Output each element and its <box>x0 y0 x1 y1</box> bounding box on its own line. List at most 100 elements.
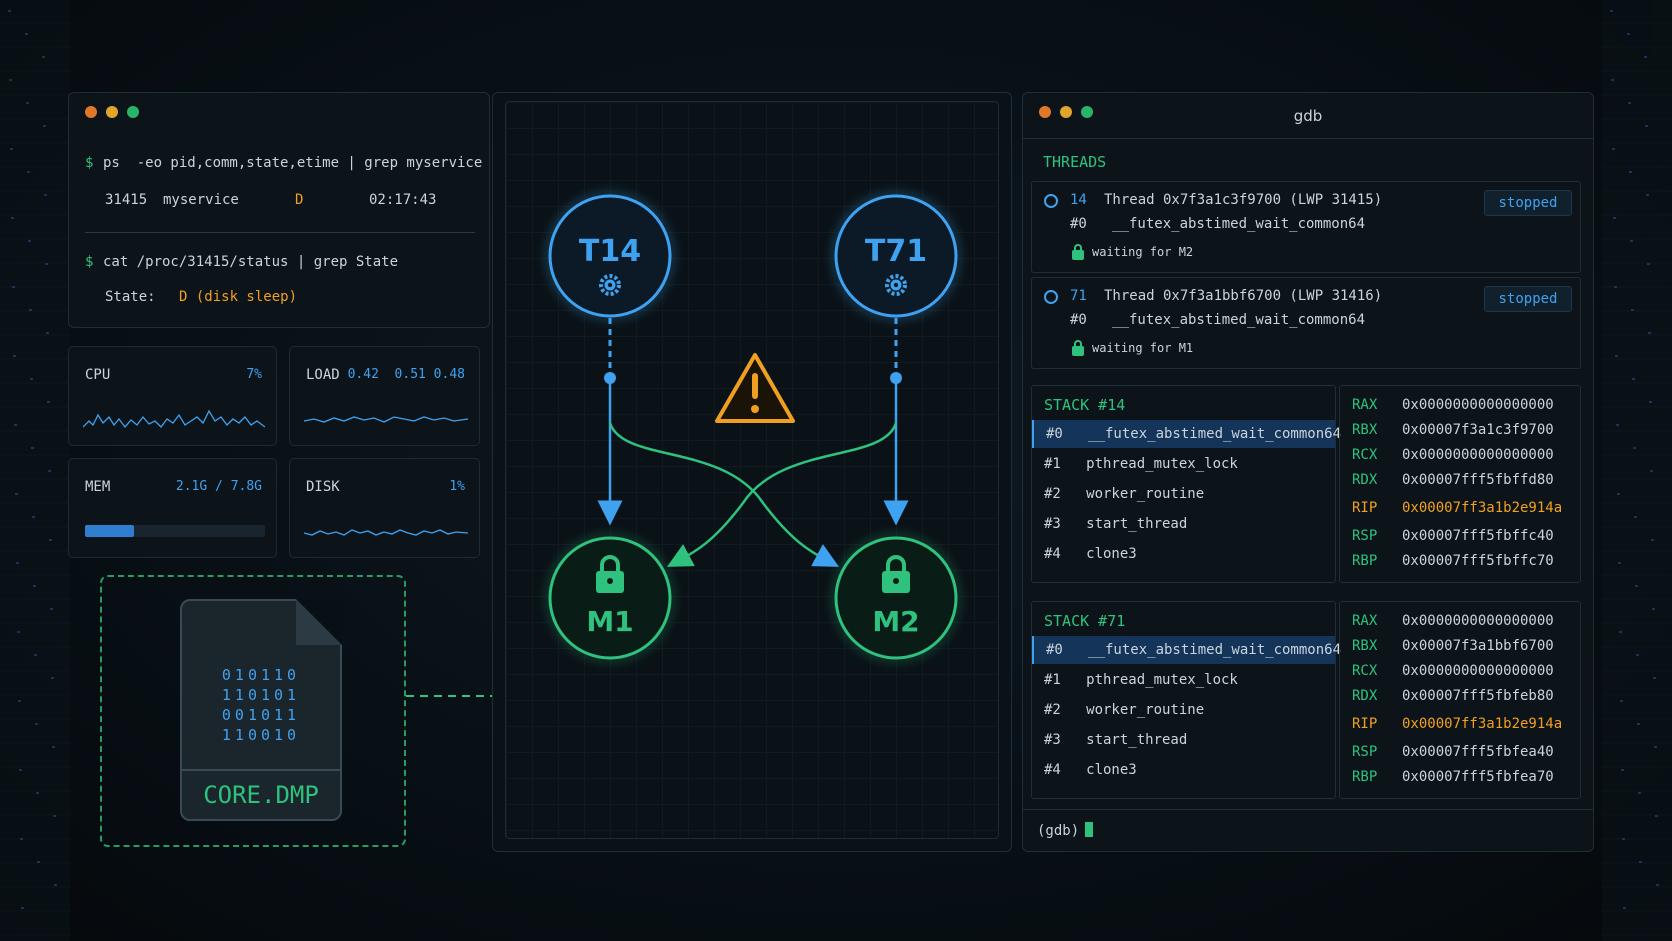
disk-sparkline <box>304 529 468 536</box>
load-sparkline <box>304 416 468 423</box>
ps-etime: 02:17:43 <box>369 192 437 208</box>
title-divider <box>1023 138 1593 139</box>
stack-frame[interactable]: #0 __futex_abstimed_wait_common64 <box>1032 420 1341 448</box>
binary-row: 110010 <box>221 726 301 744</box>
stack-panel-14: STACK #14 #0 __futex_abstimed_wait_commo… <box>1031 385 1341 583</box>
gdb-command-input[interactable]: (gdb) <box>1037 822 1094 839</box>
gear-icon <box>885 274 907 296</box>
thread-entry-14[interactable]: 14 Thread 0x7f3a1c3f9700 (LWP 31415) #0 … <box>1031 181 1581 273</box>
mutex-node-m1[interactable]: M1 <box>546 534 674 662</box>
gdb-window: gdb THREADS 14 Thread 0x7f3a1c3f9700 (LW… <box>1022 92 1594 852</box>
mutex-label-m2: M2 <box>872 605 919 638</box>
minimize-window-button[interactable] <box>1060 106 1072 118</box>
stack-frame[interactable]: #3 start_thread <box>1044 516 1188 532</box>
core-dump-file-icon[interactable]: 010110 110101 001011 110010 CORE.DMP <box>180 599 342 821</box>
load-card: LOAD 0.42 0.51 0.48 <box>289 346 480 446</box>
lock-icon <box>1072 340 1084 356</box>
binary-row: 010110 <box>221 666 301 684</box>
ps-pid: 31415 <box>105 192 148 208</box>
lock-icon <box>1072 244 1084 260</box>
cpu-value: 7% <box>246 367 262 382</box>
gdb-prompt: (gdb) <box>1037 823 1080 839</box>
t14-waits-m2-edge <box>608 422 840 567</box>
close-window-button[interactable] <box>1039 106 1051 118</box>
core-dump-dropzone[interactable]: 010110 110101 001011 110010 CORE.DMP <box>100 575 406 847</box>
terminal-divider <box>85 232 475 233</box>
deadlock-diagram-panel: T14 T71 <box>492 92 1012 852</box>
maximize-window-button[interactable] <box>127 106 139 118</box>
load-value: 0.42 0.51 0.48 <box>347 367 465 382</box>
mutex-label-m1: M1 <box>586 605 633 638</box>
binary-row: 001011 <box>221 706 301 724</box>
server-rack-left <box>0 0 70 941</box>
text-cursor <box>1085 822 1094 837</box>
thread-label-t71: T71 <box>865 234 927 269</box>
cpu-sparkline <box>83 409 265 429</box>
stack-frame[interactable]: #2 worker_routine <box>1044 702 1205 718</box>
mem-card: MEM 2.1G / 7.8G <box>68 458 277 558</box>
prompt-symbol: $ <box>85 254 94 270</box>
stack-frame[interactable]: #2 worker_routine <box>1044 486 1205 502</box>
window-controls <box>1039 106 1093 118</box>
cpu-card: CPU 7% <box>68 346 277 446</box>
command-ps: ps -eo pid,comm,state,etime | grep myser… <box>103 155 483 171</box>
disk-label: DISK <box>306 479 340 495</box>
cpu-label: CPU <box>85 367 111 383</box>
thread-id: 71 <box>1070 288 1087 304</box>
window-controls <box>85 106 139 118</box>
t71-junction <box>890 372 902 384</box>
window-title: gdb <box>1293 107 1323 125</box>
thread-frame: #0 __futex_abstimed_wait_common64 <box>1070 312 1366 328</box>
deadlock-graph: T14 T71 <box>546 192 960 662</box>
mem-usage-fill <box>85 525 134 537</box>
disk-value: 1% <box>449 479 465 494</box>
stack-frame[interactable]: #0 __futex_abstimed_wait_common64 <box>1032 636 1341 664</box>
thread-desc: Thread 0x7f3a1c3f9700 (LWP 31415) <box>1104 192 1383 208</box>
server-rack-right <box>1602 0 1672 941</box>
state-label: State: <box>105 289 156 305</box>
core-dump-filename: CORE.DMP <box>182 769 340 819</box>
mem-label: MEM <box>85 479 111 495</box>
binary-data: 010110 110101 001011 110010 <box>182 665 340 745</box>
thread-radio[interactable] <box>1044 290 1058 304</box>
mutex-node-m2[interactable]: M2 <box>832 534 960 662</box>
command-cat: cat /proc/31415/status | grep State <box>103 254 399 270</box>
stack-panel-71: STACK #71 #0 __futex_abstimed_wait_commo… <box>1031 601 1341 799</box>
thread-id: 14 <box>1070 192 1087 208</box>
stack-frame[interactable]: #4 clone3 <box>1044 762 1137 778</box>
minimize-window-button[interactable] <box>106 106 118 118</box>
prompt-symbol: $ <box>85 155 94 171</box>
mem-usage-bar <box>85 525 265 537</box>
thread-entry-71[interactable]: 71 Thread 0x7f3a1bbf6700 (LWP 31416) #0 … <box>1031 277 1581 369</box>
maximize-window-button[interactable] <box>1081 106 1093 118</box>
t14-junction <box>604 372 616 384</box>
stack-frame[interactable]: #3 start_thread <box>1044 732 1188 748</box>
threads-header: THREADS <box>1043 153 1107 171</box>
stack-frame[interactable]: #1 pthread_mutex_lock <box>1044 456 1238 472</box>
stack-frame[interactable]: #1 pthread_mutex_lock <box>1044 672 1238 688</box>
thread-radio[interactable] <box>1044 194 1058 208</box>
thread-node-t14[interactable]: T14 <box>546 192 674 320</box>
thread-node-t71[interactable]: T71 <box>832 192 960 320</box>
terminal-window: $ ps -eo pid,comm,state,etime | grep mys… <box>68 92 490 328</box>
close-window-button[interactable] <box>85 106 97 118</box>
binary-row: 110101 <box>221 686 301 704</box>
prompt-divider <box>1023 809 1593 810</box>
stack-frame[interactable]: #4 clone3 <box>1044 546 1137 562</box>
status-badge: stopped <box>1484 190 1572 216</box>
warning-icon <box>715 353 795 423</box>
disk-card: DISK 1% <box>289 458 480 558</box>
